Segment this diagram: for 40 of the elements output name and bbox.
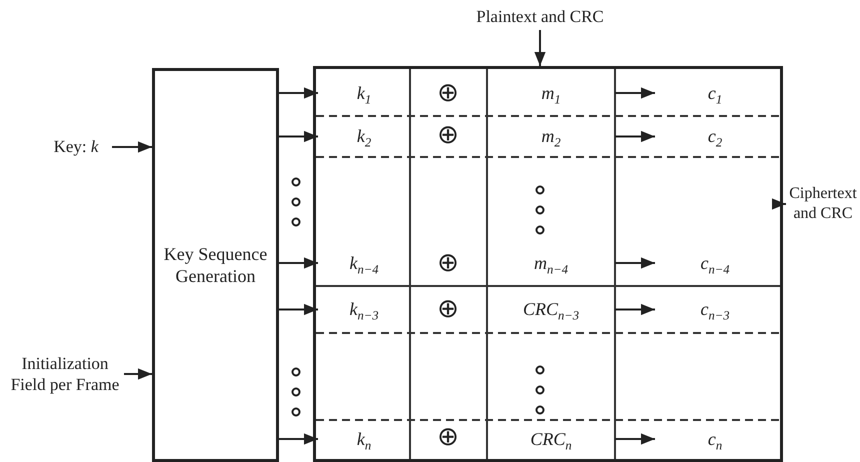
xor-symbol: ⊕ xyxy=(436,296,460,322)
plaintext-cell: m$_{2}$ xyxy=(487,116,615,157)
ciphertext-cell: c$_{n−4}$ xyxy=(655,240,775,286)
arrow xyxy=(615,433,655,445)
key-cell: k$_{2}$ xyxy=(318,116,410,157)
key-cell: k$_{n−4}$ xyxy=(318,240,410,286)
ciphertext-cell: c$_{1}$ xyxy=(655,70,775,116)
key-cell: k$_{n}$ xyxy=(318,420,410,458)
key-cell: k$_{1}$ xyxy=(318,70,410,116)
key-cell: k$_{n−3}$ xyxy=(318,286,410,333)
plaintext-cell: m$_{n−4}$ xyxy=(487,240,615,286)
input-label: Initialization Field per Frame xyxy=(6,338,124,410)
ciphertext-cell: c$_{n}$ xyxy=(655,420,775,458)
xor-symbol: ⊕ xyxy=(436,250,460,276)
cipher-table xyxy=(313,66,783,462)
xor-symbol: ⊕ xyxy=(436,424,460,450)
arrow xyxy=(279,433,318,445)
xor-symbol: ⊕ xyxy=(436,122,460,148)
generator-box: Key Sequence Generation xyxy=(152,68,279,462)
arrow xyxy=(279,87,318,99)
output-label: Ciphertext and CRC xyxy=(786,176,860,232)
arrow xyxy=(615,257,655,269)
arrow xyxy=(279,304,318,316)
input-label: Key: k xyxy=(40,135,112,159)
ciphertext-cell: c$_{2}$ xyxy=(655,116,775,157)
arrow xyxy=(615,87,655,99)
arrow xyxy=(615,304,655,316)
plaintext-cell: CRC$_{n}$ xyxy=(487,420,615,458)
ciphertext-cell: c$_{n−3}$ xyxy=(655,286,775,333)
input-label: Plaintext and CRC xyxy=(420,4,660,30)
arrow xyxy=(772,198,786,210)
arrow xyxy=(615,130,655,142)
arrow xyxy=(279,257,318,269)
plaintext-cell: CRC$_{n−3}$ xyxy=(487,286,615,333)
arrow xyxy=(124,368,152,380)
plaintext-cell: m$_{1}$ xyxy=(487,70,615,116)
arrow xyxy=(534,30,546,66)
arrow xyxy=(279,130,318,142)
arrow xyxy=(112,141,152,153)
xor-symbol: ⊕ xyxy=(436,80,460,106)
